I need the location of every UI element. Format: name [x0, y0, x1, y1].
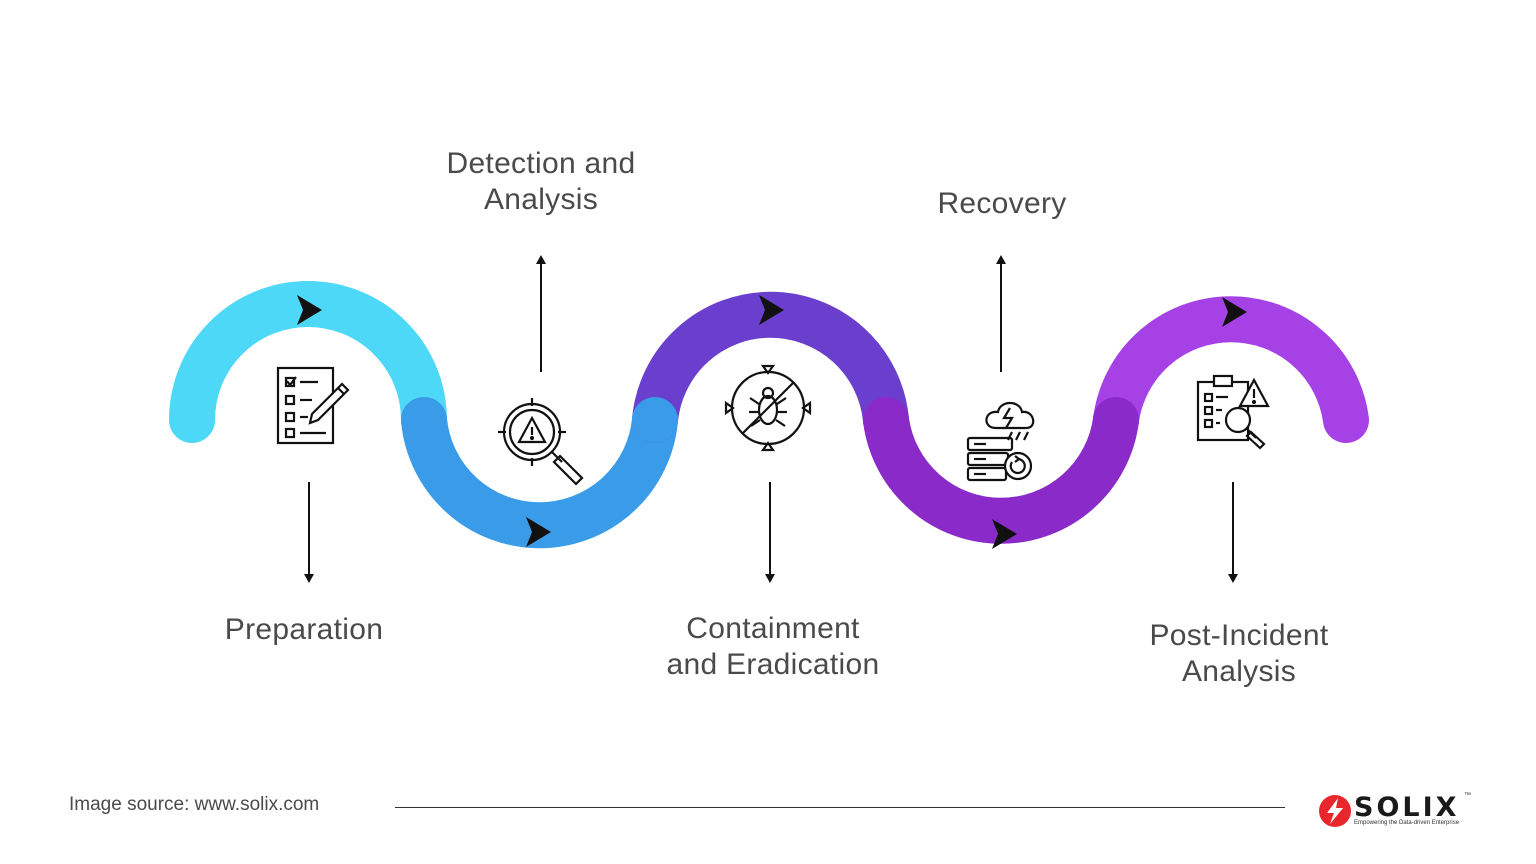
step-title-line2: Analysis — [483, 183, 599, 216]
cloud-server-restore-icon — [966, 401, 1035, 482]
checklist-pen-icon — [276, 366, 350, 445]
wave-segment-recovery — [863, 397, 1139, 544]
wave-segment-preparation — [169, 281, 447, 443]
direction-chevron-icon — [1222, 297, 1247, 327]
step-title-line1: Post-Incident — [1149, 619, 1329, 652]
step-label-preparation: Preparation — [144, 612, 464, 648]
direction-chevron-icon — [759, 295, 784, 325]
wave-segment-post-incident — [1093, 296, 1369, 443]
lightning-bolt-icon — [1319, 795, 1351, 827]
step-label-containment: Containment and Eradication — [613, 611, 933, 683]
target-warning-magnifier-icon — [498, 398, 584, 486]
image-source-text: Image source: www.solix.com — [69, 794, 320, 815]
step-title-line1: Preparation — [224, 613, 384, 646]
step-title-line2: Analysis — [1181, 655, 1297, 688]
step-title-line1: Recovery — [937, 187, 1067, 220]
clipboard-warning-magnifier-icon — [1196, 374, 1270, 450]
direction-chevron-icon — [297, 295, 322, 325]
step-label-detection: Detection and Analysis — [381, 146, 701, 218]
logo-wordmark: SOLIX — [1354, 792, 1460, 823]
footer-divider — [395, 807, 1285, 808]
solix-logo: SOLIX ™ Empowering the Data-driven Enter… — [1318, 790, 1478, 836]
direction-chevron-icon — [526, 517, 551, 547]
logo-tagline: Empowering the Data-driven Enterprise — [1354, 820, 1460, 826]
wave-segment-detection — [401, 397, 678, 549]
step-title-line2: and Eradication — [666, 648, 880, 681]
step-label-post-incident: Post-Incident Analysis — [1079, 618, 1399, 690]
step-label-recovery: Recovery — [842, 186, 1162, 222]
logo-trademark: ™ — [1464, 792, 1471, 799]
no-bug-target-icon — [724, 364, 812, 452]
step-title-line1: Containment — [686, 612, 860, 645]
step-title-line1: Detection and — [446, 147, 636, 180]
direction-chevron-icon — [992, 519, 1017, 549]
